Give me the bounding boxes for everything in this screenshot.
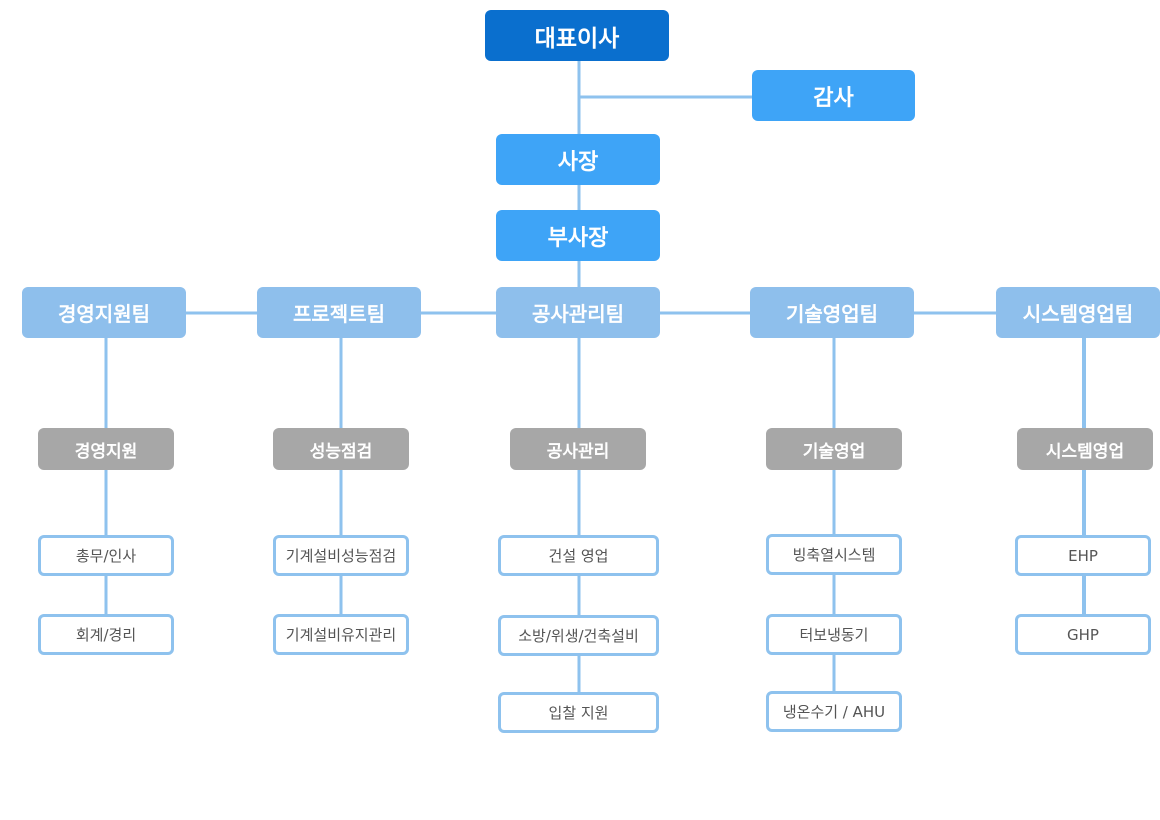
item-box: EHP (1015, 535, 1151, 576)
item-box: 건설 영업 (498, 535, 659, 576)
ceo-box: 대표이사 (485, 10, 669, 61)
team-box-construction-management: 공사관리팀 (496, 287, 660, 338)
item-box: 소방/위생/건축설비 (498, 615, 659, 656)
item-box: GHP (1015, 614, 1151, 655)
item-box: 기계설비성능점검 (273, 535, 409, 576)
dept-box-construction-management: 공사관리 (510, 428, 646, 470)
dept-box-system-sales: 시스템영업 (1017, 428, 1153, 470)
president-box: 사장 (496, 134, 660, 185)
dept-box-technical-sales: 기술영업 (766, 428, 902, 470)
vice-president-box: 부사장 (496, 210, 660, 261)
item-box: 터보냉동기 (766, 614, 902, 655)
item-box: 입찰 지원 (498, 692, 659, 733)
dept-box-performance-inspection: 성능점검 (273, 428, 409, 470)
item-box: 빙축열시스템 (766, 534, 902, 575)
item-box: 총무/인사 (38, 535, 174, 576)
item-box: 기계설비유지관리 (273, 614, 409, 655)
item-box: 냉온수기 / AHU (766, 691, 902, 732)
team-box-technical-sales: 기술영업팀 (750, 287, 914, 338)
audit-box: 감사 (752, 70, 915, 121)
team-box-management-support: 경영지원팀 (22, 287, 186, 338)
team-box-project: 프로젝트팀 (257, 287, 421, 338)
item-box: 회계/경리 (38, 614, 174, 655)
dept-box-management-support: 경영지원 (38, 428, 174, 470)
team-box-system-sales: 시스템영업팀 (996, 287, 1160, 338)
